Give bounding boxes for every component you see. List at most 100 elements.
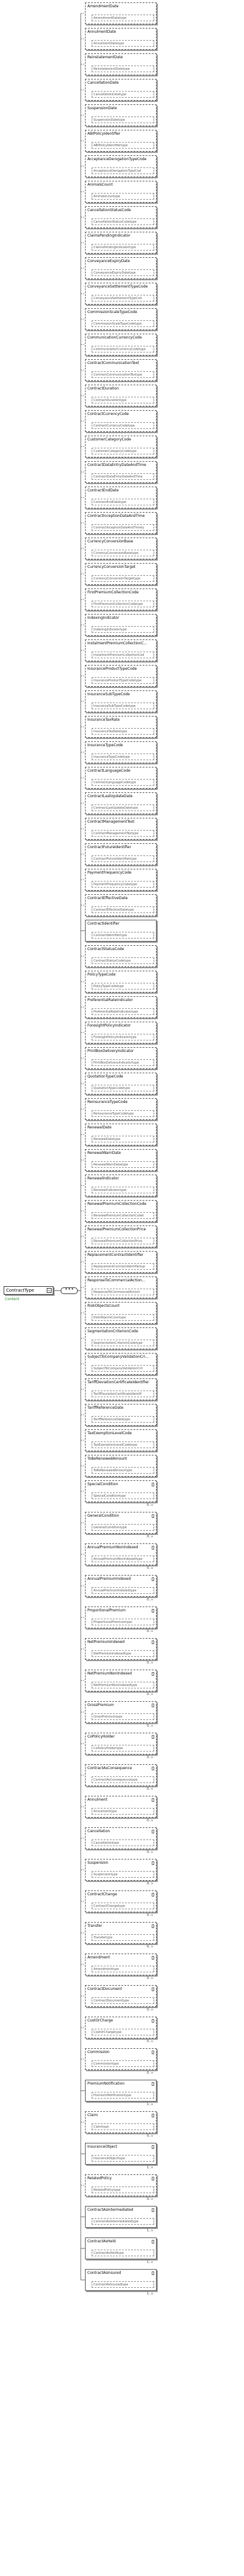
complex-type-icon xyxy=(152,1546,154,1549)
element-name: InsuranceTypeCode xyxy=(87,743,123,747)
element-name: PremiumNotification xyxy=(87,2082,125,2086)
sequence-compositor[interactable]: ••• xyxy=(61,1287,78,1294)
element-type: RiskObjectsCountype xyxy=(92,1314,154,1321)
element-type: NetPremiumIndexedtype xyxy=(92,1650,154,1657)
element-name: NetPremiumNonIndexed xyxy=(87,1671,132,1676)
multiplicity-label: 0..∞ xyxy=(147,1977,154,1980)
root-element-contract-type[interactable]: ContractType − xyxy=(4,1286,53,1295)
element-box[interactable]: InstalmentPremiumCollectionC...Instalmen… xyxy=(85,639,157,661)
element-name: ProportionalPremium xyxy=(87,1608,126,1613)
complex-type-icon xyxy=(152,1830,154,1833)
element-box[interactable]: ResponseToCommercialAction...ResponseToC… xyxy=(85,1276,157,1298)
element-name: AnnulmentDate xyxy=(87,30,117,34)
element-type: ContractAsHeldtype xyxy=(92,2250,154,2256)
multiplicity-label: 0..∞ xyxy=(147,1693,154,1696)
element-type: GeneralConditiontype xyxy=(92,1524,154,1531)
collapse-toggle-icon[interactable]: − xyxy=(47,1288,52,1293)
element-box[interactable]: SubjectToCompanyValidationCri...SubjectT… xyxy=(85,1353,157,1375)
